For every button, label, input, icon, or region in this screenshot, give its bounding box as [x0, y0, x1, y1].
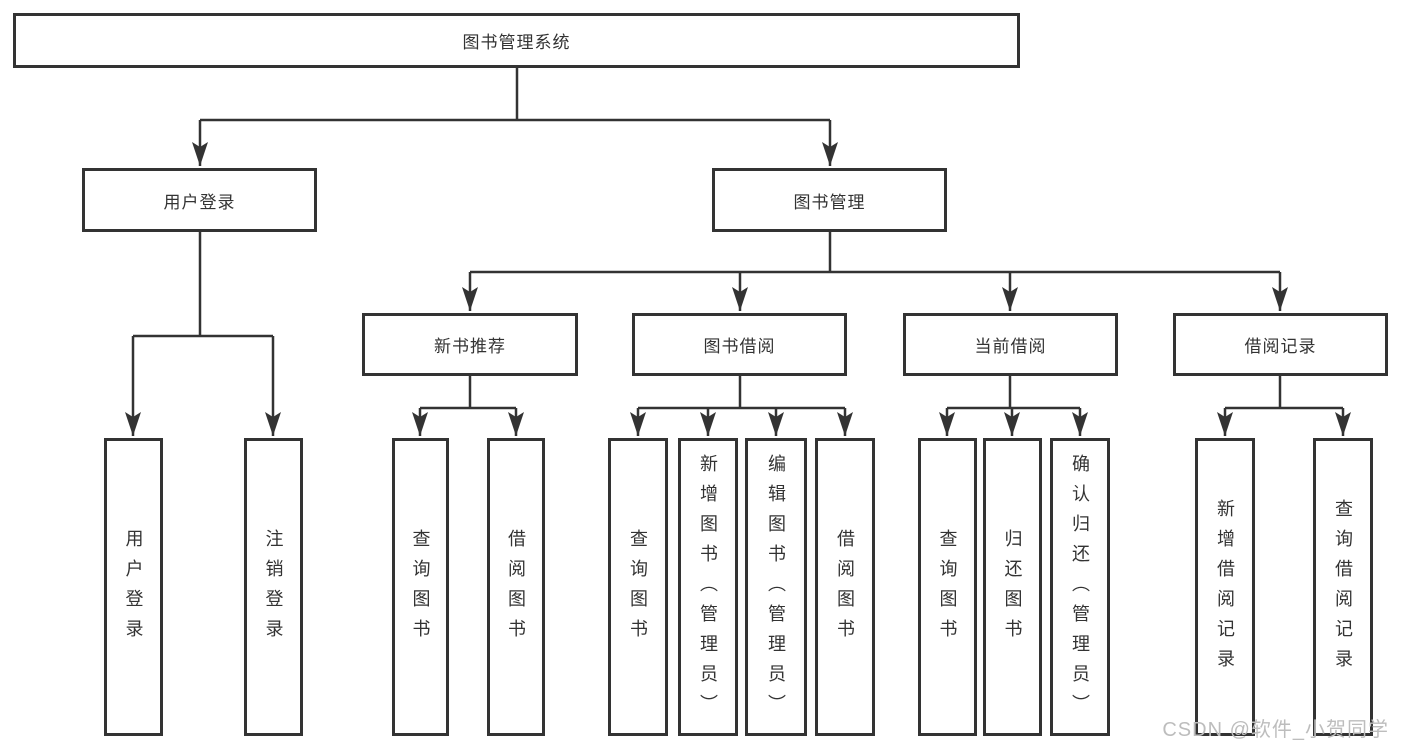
node-root: 图书管理系统 [13, 13, 1020, 68]
connector-path [470, 232, 1280, 274]
connector-path [200, 68, 830, 122]
leaf-borrowing-borrow-books: 借阅图书 [815, 438, 875, 736]
leaf-user-login: 用户登录 [104, 438, 163, 736]
node-current-borrowing: 当前借阅 [903, 313, 1118, 376]
node-new-book-recommend: 新书推荐 [362, 313, 578, 376]
node-user-login: 用户登录 [82, 168, 317, 232]
leaf-current-confirm-return-admin: 确认归还（管理员） [1050, 438, 1110, 736]
leaf-records-query-record: 查询借阅记录 [1313, 438, 1373, 736]
leaf-borrowing-edit-books-admin: 编辑图书（管理员） [745, 438, 807, 736]
leaf-current-return-books: 归还图书 [983, 438, 1042, 736]
leaf-borrowing-add-books-admin: 新增图书（管理员） [678, 438, 738, 736]
leaf-recommend-query-books: 查询图书 [392, 438, 449, 736]
leaf-records-add-record: 新增借阅记录 [1195, 438, 1255, 736]
connector-path [133, 232, 273, 338]
node-book-borrowing: 图书借阅 [632, 313, 847, 376]
leaf-borrowing-query-books: 查询图书 [608, 438, 668, 736]
leaf-logout: 注销登录 [244, 438, 303, 736]
connector-path [1225, 376, 1343, 410]
connector-path [947, 376, 1080, 410]
node-borrow-records: 借阅记录 [1173, 313, 1388, 376]
node-book-management: 图书管理 [712, 168, 947, 232]
connector-path [420, 376, 516, 410]
watermark: CSDN @软件_小贺同学 [1162, 719, 1389, 741]
connector-path [638, 376, 845, 410]
leaf-recommend-borrow-books: 借阅图书 [487, 438, 545, 736]
connector-segments [125, 68, 1351, 436]
leaf-current-query-books: 查询图书 [918, 438, 977, 736]
